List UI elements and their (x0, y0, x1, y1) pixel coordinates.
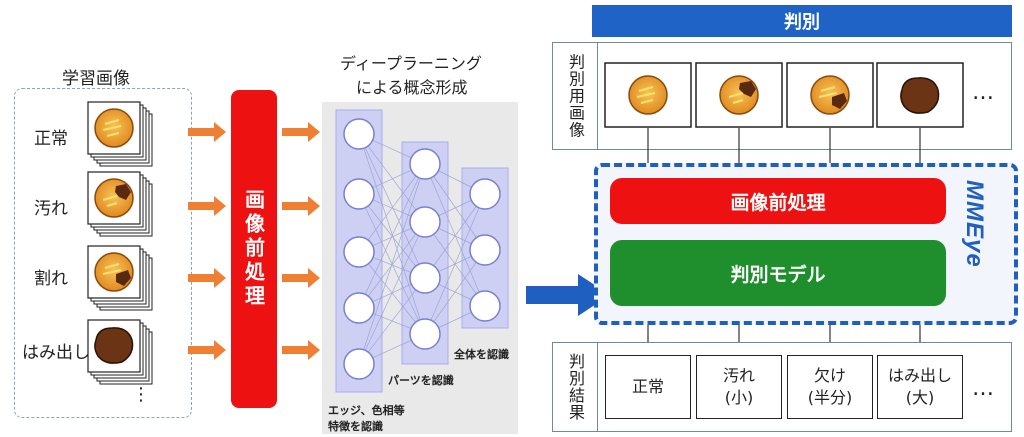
preprocess-bar: 画像前処理 (610, 178, 946, 224)
result-overflow-large: はみ出し (大) (877, 355, 963, 419)
more-results-dots: … (972, 376, 997, 401)
preprocess-label-left: 画像前処理 (241, 189, 266, 309)
judge-results-label: 判別結果 (566, 353, 585, 421)
judge-results-side: 判別結果 (552, 342, 598, 432)
result-chipped-half: 欠け (半分) (787, 355, 873, 419)
model-bar: 判別モデル (610, 240, 946, 306)
mmeye-logo: MMEye (961, 180, 988, 268)
category-label-overflow: はみ出し (22, 343, 90, 363)
category-label-dirty: 汚れ (34, 199, 68, 219)
input-arrows-left (188, 122, 226, 360)
learning-images-title: 学習画像 (62, 69, 130, 89)
label-edges-line2: 特徴を認識 (328, 420, 383, 433)
learning-image-stacks (87, 101, 153, 385)
flow-arrow-blue (526, 274, 610, 316)
label-edges-line1: エッジ、色相等 (328, 404, 405, 417)
result-normal: 正常 (605, 355, 691, 419)
neural-network-diagram (335, 109, 509, 393)
category-label-normal: 正常 (34, 129, 68, 149)
judge-image-boxes (604, 62, 964, 128)
category-label-cracked: 割れ (34, 269, 68, 289)
deep-learning-title-line1: ディープラーニング (340, 54, 482, 73)
preprocess-block-left: 画像前処理 (231, 90, 277, 408)
label-parts-recognition: パーツを認識 (388, 374, 454, 387)
more-images-dots: … (972, 80, 997, 105)
label-whole-recognition: 全体を認識 (454, 348, 509, 361)
judge-images-label: 判別用画像 (566, 53, 585, 139)
judge-images-side: 判別用画像 (552, 42, 598, 150)
deep-learning-title-line2: による概念形成 (356, 78, 468, 97)
result-dirty-small: 汚れ (小) (696, 355, 782, 419)
learning-images-frame (14, 88, 192, 418)
input-arrows-dl (282, 122, 320, 360)
judge-header: 判別 (592, 5, 1012, 37)
more-images-indicator: ⋮ (132, 384, 150, 405)
